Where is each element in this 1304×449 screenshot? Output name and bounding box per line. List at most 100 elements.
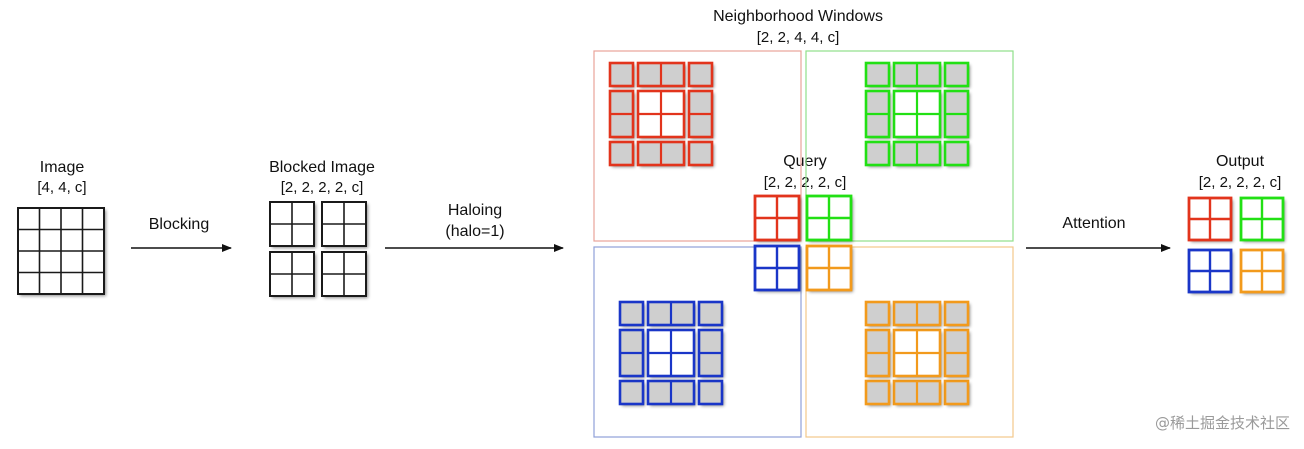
query-block-red xyxy=(753,194,801,242)
neighborhood-blue-piece-halo-cell xyxy=(699,353,722,376)
neighborhood-orange-piece-border xyxy=(892,379,942,406)
output-block-red-border xyxy=(1187,196,1233,242)
neighborhood-red-piece-border xyxy=(687,89,714,139)
image-title: Image xyxy=(40,159,85,176)
neighborhood-green-piece xyxy=(864,61,891,88)
neighborhood-green-piece xyxy=(864,140,891,167)
neighborhood-red-piece xyxy=(608,89,635,139)
neighborhood-green-piece-halo-cell xyxy=(945,91,968,114)
neighborhood-blue-piece xyxy=(646,300,696,327)
input-image-grid xyxy=(17,207,105,295)
neighborhood-green-piece-halo-cell xyxy=(917,63,940,86)
neighborhood-orange-piece-halo-cell xyxy=(894,381,917,404)
neighborhood-red-piece-halo-cell xyxy=(689,142,712,165)
neighborhood-orange-piece xyxy=(892,328,942,378)
neighborhood-green-piece-halo-cell xyxy=(945,114,968,137)
neighborhood-shape: [2, 2, 4, 4, c] xyxy=(757,29,840,46)
neighborhood-orange-piece-border xyxy=(943,328,970,378)
neighborhood-green-piece xyxy=(864,89,891,139)
neighborhood-green-piece-border xyxy=(892,140,942,167)
neighborhood-red-piece xyxy=(608,140,635,167)
neighborhood-red-piece-border xyxy=(687,61,714,88)
neighborhood-orange-piece xyxy=(943,300,970,327)
neighborhood-green-piece-halo-cell xyxy=(945,142,968,165)
neighborhood-orange-piece-border xyxy=(892,328,942,378)
blocked-image-title: Blocked Image xyxy=(269,159,375,176)
neighborhood-orange-piece-halo-cell xyxy=(866,330,889,353)
neighborhood-green-piece-border xyxy=(892,89,942,139)
neighborhood-blue-piece-border xyxy=(646,379,696,406)
neighborhood-red-piece xyxy=(636,89,686,139)
neighborhood-orange-piece-halo-cell xyxy=(945,353,968,376)
output-block-green xyxy=(1239,196,1285,242)
neighborhood-blue-piece xyxy=(618,379,645,406)
window-frame-blue xyxy=(593,246,802,438)
neighborhood-blue-piece-halo-cell xyxy=(648,381,671,404)
neighborhood-green-piece-border xyxy=(943,140,970,167)
haloing-label: Haloing xyxy=(448,202,502,219)
blocked-image-block xyxy=(321,251,367,297)
neighborhood-blue-piece-halo-cell xyxy=(620,353,643,376)
neighborhood-red-piece-halo-cell xyxy=(610,114,633,137)
neighborhood-red-piece-halo-cell xyxy=(638,63,661,86)
neighborhood-blue-piece xyxy=(697,379,724,406)
neighborhood-green-piece xyxy=(892,61,942,88)
input-image-grid-border xyxy=(17,207,105,295)
neighborhood-orange-piece-halo-cell xyxy=(917,381,940,404)
neighborhood-orange-piece-halo-cell xyxy=(866,381,889,404)
neighborhood-green-piece xyxy=(943,89,970,139)
query-block-green xyxy=(805,194,853,242)
query-block-orange xyxy=(805,244,853,292)
neighborhood-red-piece-halo-cell xyxy=(610,91,633,114)
neighborhood-red-piece-border xyxy=(608,61,635,88)
neighborhood-blue-piece-border xyxy=(697,379,724,406)
neighborhood-green-piece xyxy=(892,89,942,139)
neighborhood-blue-piece-halo-cell xyxy=(648,302,671,325)
neighborhood-green-piece-halo-cell xyxy=(917,142,940,165)
neighborhood-blue-piece xyxy=(618,328,645,378)
output-title: Output xyxy=(1216,153,1265,170)
neighborhood-orange-piece-border xyxy=(892,300,942,327)
neighborhood-orange-piece-border xyxy=(864,379,891,406)
neighborhood-blue-piece-border xyxy=(618,379,645,406)
neighborhood-blue-piece-halo-cell xyxy=(620,381,643,404)
neighborhood-blue-piece-border xyxy=(646,328,696,378)
halo-param-label: (halo=1) xyxy=(445,223,504,240)
neighborhood-red-piece-halo-cell xyxy=(638,142,661,165)
neighborhood-green-piece-border xyxy=(864,89,891,139)
output-block-green-border xyxy=(1239,196,1285,242)
neighborhood-red-piece-halo-cell xyxy=(661,63,684,86)
neighborhood-orange-piece-halo-cell xyxy=(945,302,968,325)
neighborhood-blue-piece-border xyxy=(618,328,645,378)
neighborhood-blue-piece-border xyxy=(697,300,724,327)
neighborhood-orange-piece xyxy=(892,300,942,327)
neighborhood-red-piece-border xyxy=(636,61,686,88)
neighborhood-blue-piece-halo-cell xyxy=(620,330,643,353)
neighborhood-green-piece xyxy=(943,61,970,88)
neighborhood-blue-piece xyxy=(646,328,696,378)
neighborhood-red-piece xyxy=(636,61,686,88)
query-block-orange-border xyxy=(805,244,853,292)
neighborhood-green-piece-halo-cell xyxy=(894,142,917,165)
neighborhood-red-piece xyxy=(687,61,714,88)
neighborhood-blue-piece-border xyxy=(646,300,696,327)
query-title: Query xyxy=(783,153,827,170)
neighborhood-orange-piece-halo-cell xyxy=(866,302,889,325)
output-block-blue xyxy=(1187,248,1233,294)
image-shape: [4, 4, c] xyxy=(37,179,86,196)
neighborhood-blue-piece-halo-cell xyxy=(699,302,722,325)
blocking-label: Blocking xyxy=(149,216,209,233)
neighborhood-red-piece xyxy=(636,140,686,167)
query-block-blue xyxy=(753,244,801,292)
neighborhood-orange-piece xyxy=(943,328,970,378)
neighborhood-green-piece-halo-cell xyxy=(866,91,889,114)
neighborhood-red-piece xyxy=(687,140,714,167)
neighborhood-green-piece-border xyxy=(864,140,891,167)
neighborhood-orange-piece-border xyxy=(864,328,891,378)
neighborhood-green-piece-border xyxy=(892,61,942,88)
neighborhood-orange-piece-halo-cell xyxy=(917,302,940,325)
output-block-orange-border xyxy=(1239,248,1285,294)
neighborhood-blue-piece-halo-cell xyxy=(699,381,722,404)
